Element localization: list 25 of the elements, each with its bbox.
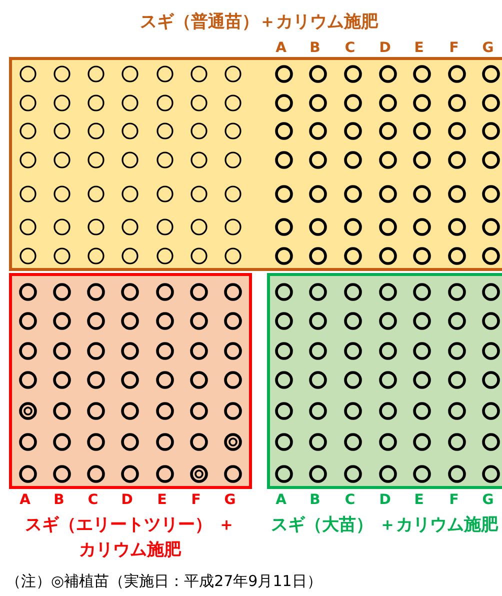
column-letter: D: [378, 492, 392, 508]
column-letter: C: [86, 492, 100, 508]
column-letter: A: [274, 40, 288, 56]
column-letter: E: [413, 492, 425, 508]
column-letter: A: [274, 492, 288, 508]
plot-heading: スギ（大苗） ＋カリウム施肥: [270, 514, 500, 537]
note-text: （注）◎補植苗（実施日：平成27年9月11日）: [6, 572, 322, 591]
column-letter: A: [18, 492, 32, 508]
plot-heading: スギ（普通苗）＋カリウム施肥: [139, 11, 380, 34]
column-letter: C: [344, 492, 356, 508]
column-letter: B: [308, 40, 322, 56]
column-letter: B: [308, 492, 322, 508]
column-letter: G: [481, 40, 495, 56]
plot-heading: スギ（エリートツリー） ＋カリウム施肥: [24, 514, 236, 562]
column-letter: E: [413, 40, 425, 56]
column-letter: D: [378, 40, 392, 56]
column-letter: D: [120, 492, 134, 508]
column-letter: B: [52, 492, 66, 508]
column-letter: F: [448, 40, 460, 56]
column-letter: E: [156, 492, 168, 508]
column-letter: F: [448, 492, 460, 508]
column-letter: G: [481, 492, 495, 508]
column-letter: G: [223, 492, 237, 508]
column-letter: C: [344, 40, 356, 56]
column-letter: F: [190, 492, 202, 508]
